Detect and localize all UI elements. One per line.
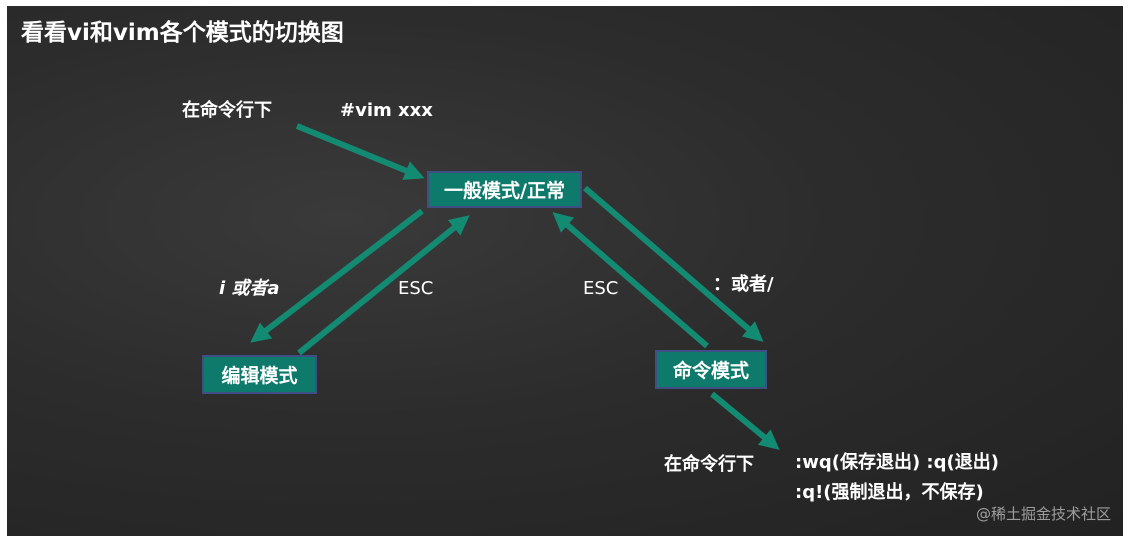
mode-command-box: 命令模式 [655,350,767,389]
label-force-quit: :q!(强制退出，不保存) [795,482,984,503]
label-cmdline-bottom: 在命令行下 [664,454,754,475]
label-cmdline-top: 在命令行下 [182,100,272,121]
arrow-command-to-cmdline [710,391,780,450]
arrow-edit-to-normal [297,215,470,356]
arrow-cmdline-to-normal [295,123,425,180]
mode-edit-box: 编辑模式 [202,355,317,394]
label-i-or-a: i 或者a [219,278,280,299]
blackboard-diagram: 看看vi和vim各个模式的切换图 在命令行下 #vim xxx 一般模式/正常 … [7,6,1123,536]
arrow-normal-to-edit [250,208,424,343]
label-vim-command: #vim xxx [340,100,433,121]
mode-normal-box: 一般模式/正常 [427,171,582,208]
label-esc-right: ESC [583,278,619,299]
arrows-layer [250,123,780,450]
label-wq-quit: :wq(保存退出) :q(退出) [795,452,999,473]
arrow-command-to-normal [552,212,709,349]
label-colon-or-slash: ：或者/ [713,274,774,295]
arrow-normal-to-command [583,185,764,342]
diagram-title: 看看vi和vim各个模式的切换图 [21,20,344,46]
watermark: @稀土掘金技术社区 [975,505,1111,523]
label-esc-left: ESC [398,278,434,299]
